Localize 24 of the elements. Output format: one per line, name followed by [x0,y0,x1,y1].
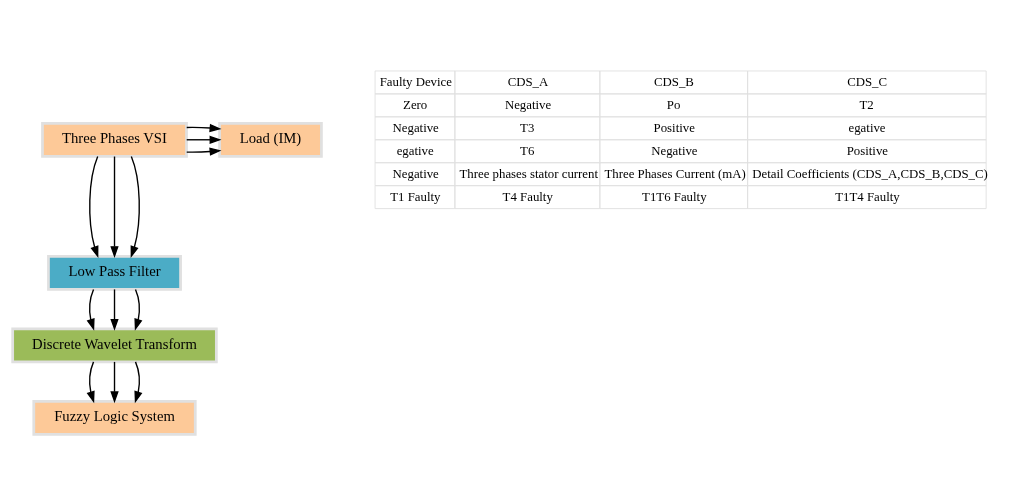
label: Positive [846,143,888,158]
label: CDS_B [653,74,694,89]
label: CDS_C [846,74,887,89]
label: T2 [859,97,874,112]
label: egative [396,143,434,158]
label: Negative [504,97,551,112]
label: Negative [392,120,439,135]
label: egative [848,120,886,135]
label: Positive [653,120,695,135]
label: T1 Faulty [389,189,440,204]
label: Detail Coefficients (CDS_A,CDS_B,CDS_C) [751,166,988,181]
label: Three Phases Current (mA) [603,166,746,181]
label: Faulty Device [379,74,452,89]
label: T3 [519,120,534,135]
label: Po [666,97,680,112]
label: T4 Faulty [502,189,553,204]
label: Zero [402,97,427,112]
label: Negative [392,166,439,181]
label: T6 [519,143,534,158]
label: Negative [650,143,698,158]
label: Three phases stator current [459,166,598,181]
label: T1T6 Faulty [641,189,707,204]
label: T1T4 Faulty [834,189,900,204]
label: CDS_A [507,74,548,89]
